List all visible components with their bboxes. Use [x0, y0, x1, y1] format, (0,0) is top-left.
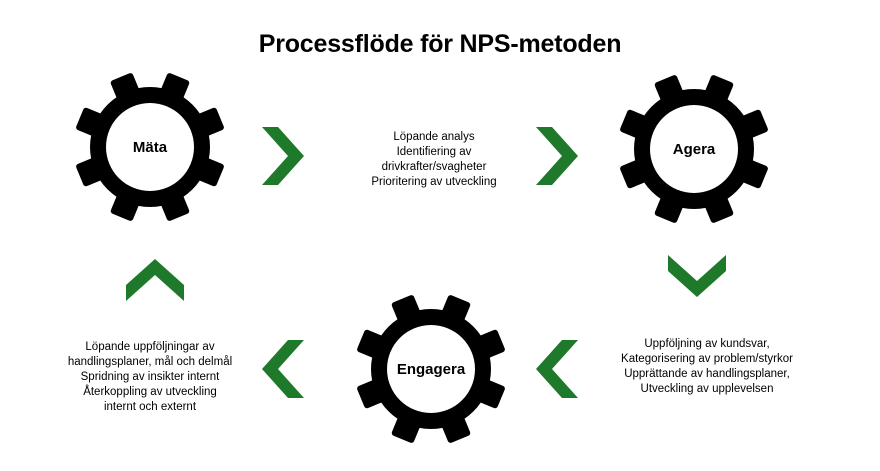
description-line: Återkoppling av utveckling — [83, 386, 217, 398]
chevron-up-icon — [126, 259, 184, 301]
description-line: Spridning av insikter internt — [80, 371, 220, 383]
description-line: Identifiering av — [396, 146, 472, 158]
description-right: Uppföljning av kundsvar, Kategorisering … — [604, 337, 810, 397]
gear-mata: Mäta — [72, 69, 228, 225]
description-line: Löpande analys — [393, 131, 475, 143]
description-line: Upprättande av handlingsplaner, — [624, 368, 790, 380]
description-line: Utveckling av upplevelsen — [640, 383, 774, 395]
description-left: Löpande uppföljningar av handlingsplaner… — [52, 340, 248, 415]
gear-label-mata: Mäta — [132, 138, 168, 156]
chevron-right-icon — [536, 127, 578, 185]
description-top: Löpande analys Identifiering av drivkraf… — [350, 130, 518, 190]
diagram-title: Processflöde för NPS-metoden — [258, 30, 622, 58]
gear-icon — [357, 295, 505, 443]
chevron-left-icon — [262, 340, 304, 398]
description-line: Kategorisering av problem/styrkor — [621, 353, 793, 365]
description-line: Uppföljning av kundsvar, — [644, 338, 770, 350]
chevron-right-icon — [262, 127, 304, 185]
description-line: drivkrafter/svagheter — [381, 161, 487, 173]
gear-label-agera: Agera — [672, 140, 716, 158]
chevron-left-icon — [536, 340, 578, 398]
description-line: Löpande uppföljningar av — [85, 341, 215, 353]
description-line: handlingsplaner, mål och delmål — [67, 356, 233, 368]
gear-icon — [620, 75, 768, 223]
gear-agera: Agera — [616, 71, 772, 227]
description-line: internt och externt — [103, 401, 197, 413]
chevron-down-icon — [668, 255, 726, 297]
gear-icon — [76, 73, 224, 221]
gear-label-engagera: Engagera — [396, 360, 466, 378]
gear-engagera: Engagera — [353, 291, 509, 447]
description-line: Prioritering av utveckling — [371, 176, 497, 188]
